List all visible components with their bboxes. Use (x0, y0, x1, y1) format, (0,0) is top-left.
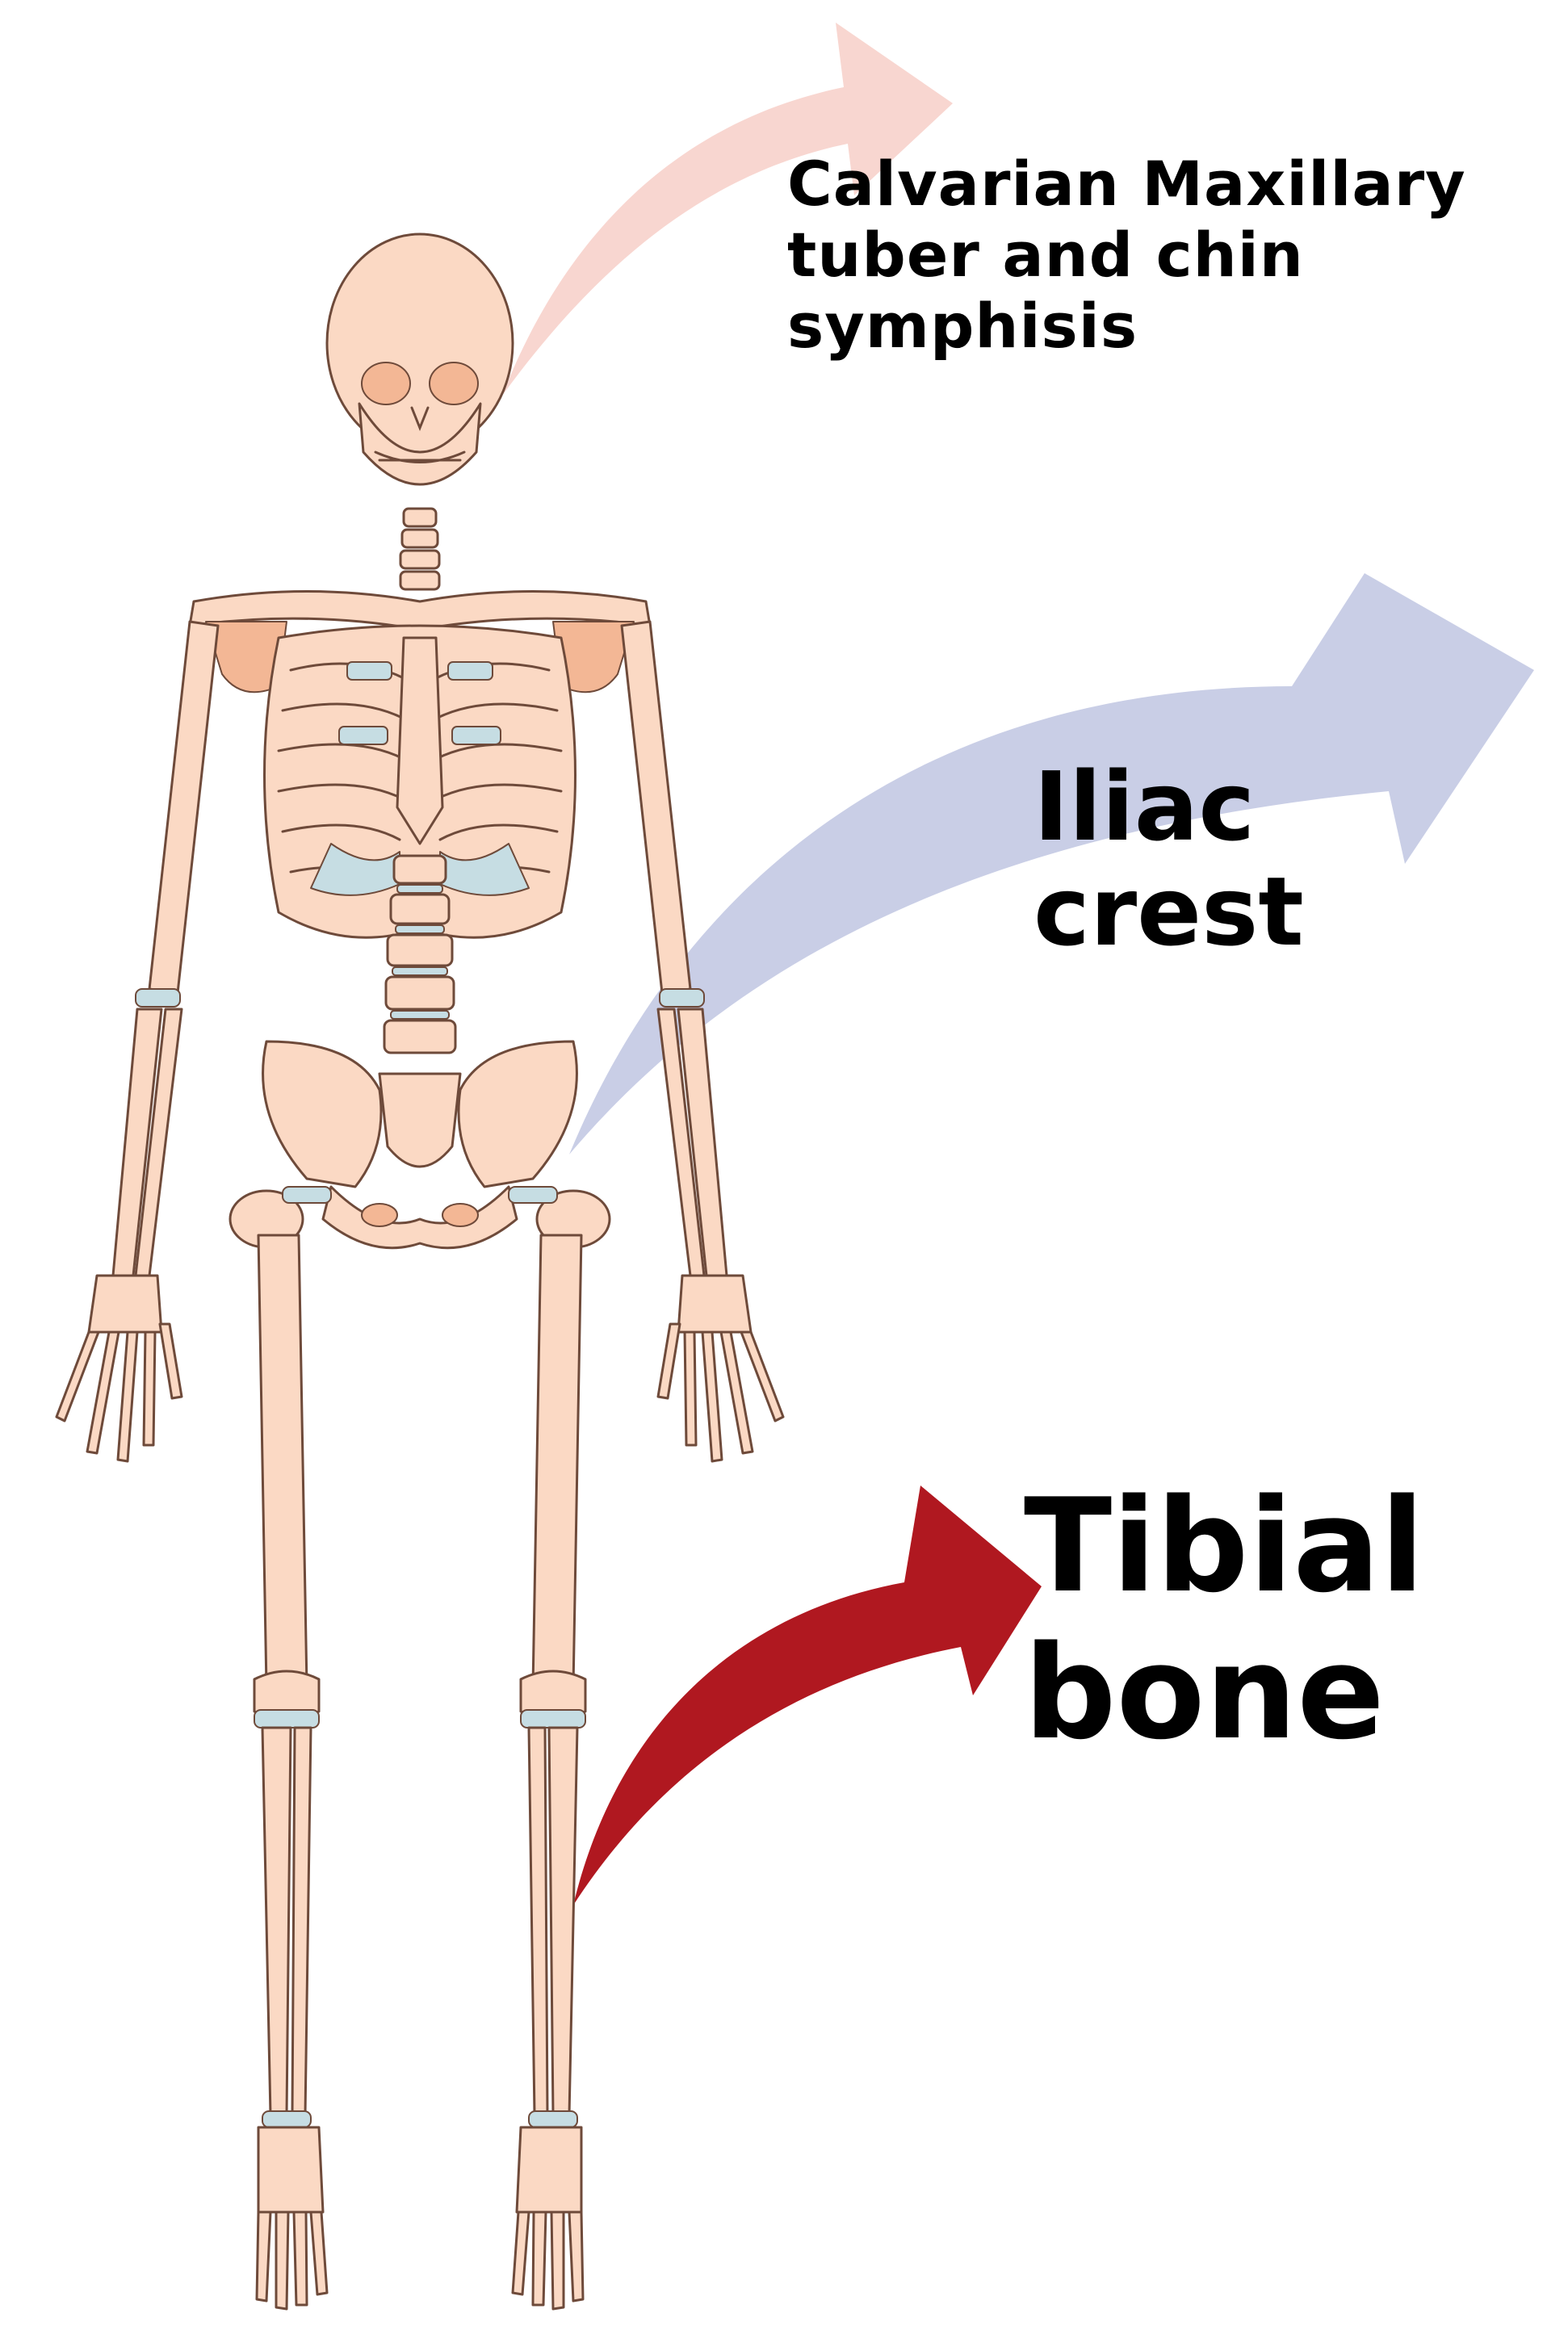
arrow-calvarian-icon (502, 23, 953, 396)
rib-cage (263, 624, 576, 939)
lumbar-spine (383, 854, 457, 1054)
pelvis (262, 1040, 578, 1250)
skeleton-icon (55, 233, 785, 2311)
label-calvarian-line1: Calvarian Maxillary (787, 148, 1466, 220)
label-calvarian: Calvarian Maxillary tuber and chin symph… (787, 153, 1466, 367)
arrow-iliac-icon (569, 573, 1534, 1154)
label-iliac-line1: Iliac (1033, 751, 1256, 862)
label-tibial-line2: bone (1024, 1617, 1385, 1768)
label-calvarian-line3: symphisis (787, 290, 1138, 362)
label-calvarian-line2: tuber and chin (787, 219, 1304, 291)
right-leg (508, 1186, 611, 2311)
label-tibial-line1: Tibial (1024, 1470, 1425, 1621)
cervical-spine (399, 507, 441, 591)
sternum (396, 636, 444, 845)
label-iliac-line2: crest (1033, 856, 1304, 967)
label-iliac-crest: Iliac crest (1033, 759, 1304, 969)
arrow-tibial-icon (573, 1485, 1042, 1905)
label-tibial-bone: Tibial bone (1024, 1481, 1424, 1775)
right-arm (620, 620, 785, 1463)
left-leg (228, 1186, 332, 2311)
left-arm (55, 620, 220, 1463)
skull (325, 233, 514, 486)
